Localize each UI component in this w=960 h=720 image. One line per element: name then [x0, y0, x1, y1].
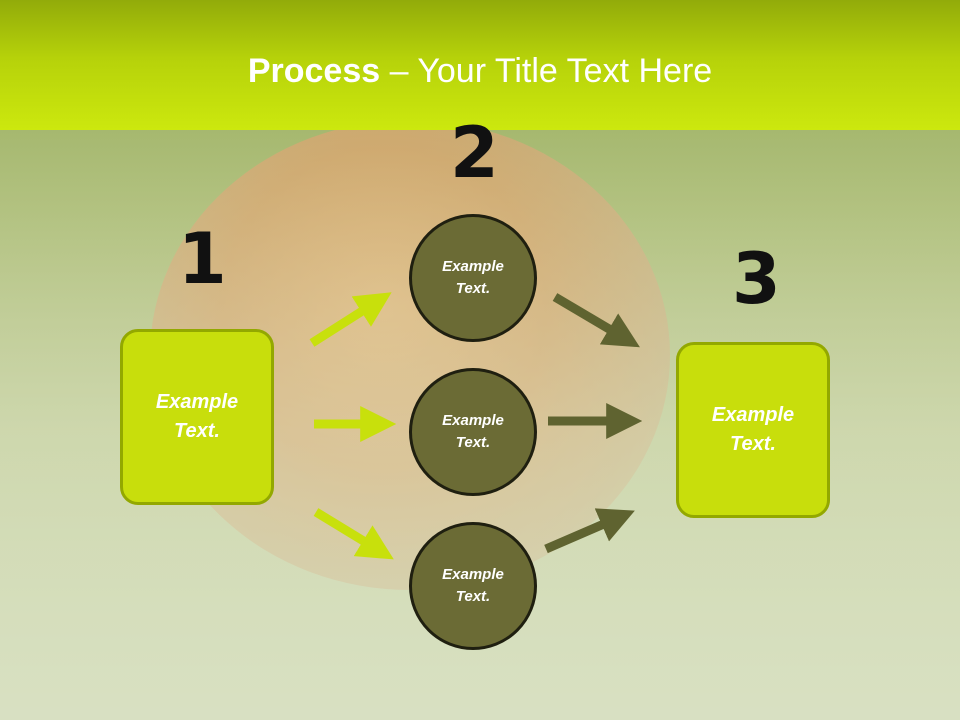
title-bold: Process [247, 52, 381, 90]
circle-bottom-line2: Text. [455, 588, 491, 605]
step-number-1: 1 [178, 218, 227, 300]
left-box-line2: Text. [174, 420, 220, 442]
circle-bottom-line1: Example [442, 565, 504, 583]
step-number-2: 2 [450, 112, 499, 194]
circle-top-line2: Text. [455, 280, 491, 297]
arrow-left-to-bottom [313, 508, 394, 560]
arrow-left-to-top [309, 292, 392, 347]
step-number-3: 3 [732, 238, 781, 320]
circle-middle-line2: Text. [455, 434, 491, 451]
circle-middle-line1: Example [442, 411, 504, 429]
circle-top-line1: Example [442, 257, 504, 275]
slide-title[interactable]: Process – Your Title Text Here [0, 52, 960, 91]
arrow-top-to-right [552, 293, 640, 348]
arrow-bottom-to-right [544, 508, 635, 554]
right-box-line1: Example [711, 404, 795, 426]
title-bar [0, 0, 960, 130]
right-box-line2: Text. [730, 433, 776, 455]
title-rest: – Your Title Text Here [380, 52, 713, 90]
left-box-line1: Example [155, 391, 239, 413]
